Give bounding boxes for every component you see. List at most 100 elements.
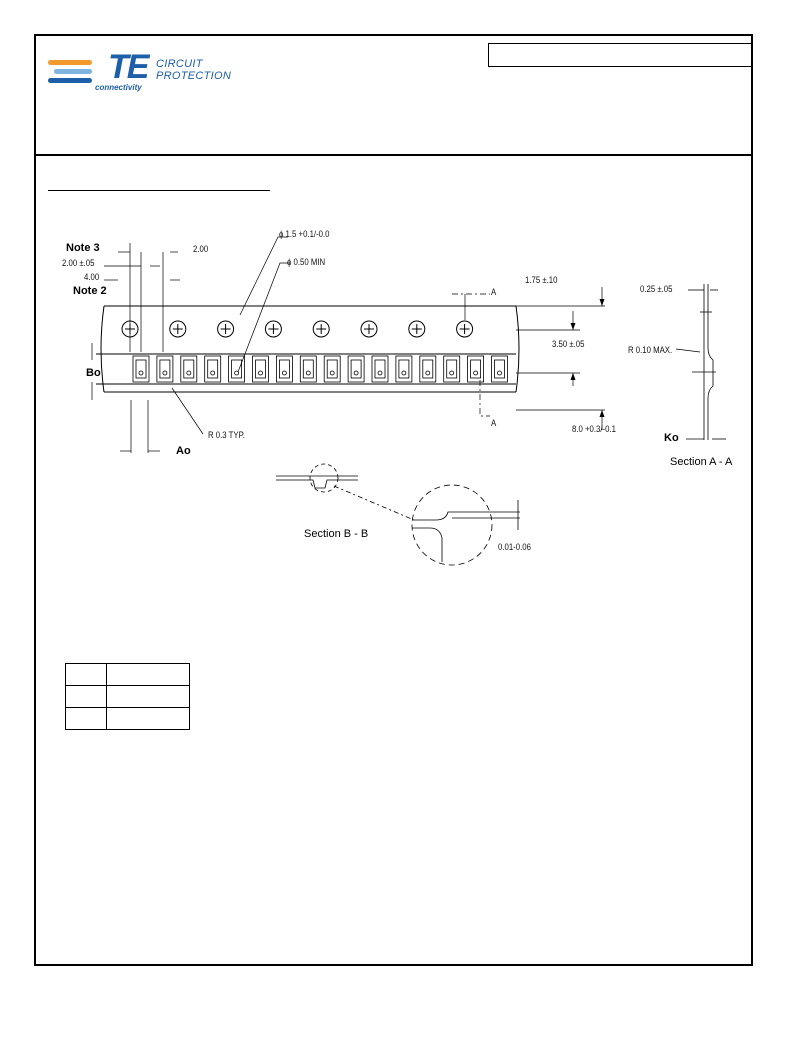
- tape-pocket: [228, 355, 246, 383]
- sprocket-hole: [169, 320, 187, 338]
- note2-label: Note 2: [73, 285, 107, 297]
- table-cell: [106, 663, 190, 686]
- logo-division-line1: CIRCUIT: [156, 58, 203, 70]
- pocket-hole: [449, 370, 455, 376]
- sprocket-hole: [312, 320, 330, 338]
- tape-pocket: [275, 355, 293, 383]
- pocket-hole: [473, 370, 479, 376]
- tape-pocket-inner: [255, 359, 266, 379]
- sprocket-hole-cross: [268, 324, 279, 334]
- dim-hole-diameter: ϕ 1.5 +0.1/-0.0: [279, 229, 330, 240]
- tape-pocket: [371, 355, 389, 383]
- pocket-hole: [401, 370, 407, 376]
- dimension-table: [65, 663, 190, 730]
- ao-label: Ao: [176, 445, 191, 457]
- tape-pocket: [347, 355, 365, 383]
- tape-pocket: [467, 355, 485, 383]
- section-aa-label: Section A - A: [670, 456, 733, 468]
- sprocket-hole-cross: [364, 324, 374, 334]
- tape-pocket: [395, 355, 413, 383]
- te-logo: TE connectivity CIRCUIT PROTECTION: [48, 48, 248, 96]
- tape-pocket-inner: [422, 359, 434, 379]
- pocket-hole: [210, 370, 216, 376]
- logo-bar-3: [48, 78, 92, 83]
- logo-mark: TE: [108, 48, 149, 86]
- pocket-hole: [234, 370, 240, 376]
- tape-pocket-inner: [470, 359, 482, 379]
- pocket-hole: [377, 370, 383, 376]
- logo-division-line2: PROTECTION: [156, 70, 232, 82]
- sprocket-hole: [408, 320, 426, 338]
- pocket-hole: [305, 370, 311, 376]
- header-divider: [34, 154, 753, 156]
- tape-pocket-inner: [494, 359, 505, 379]
- pocket-hole: [138, 370, 144, 376]
- dim-0-01: 0.01-0.06: [498, 542, 531, 553]
- table-cell: [65, 685, 107, 708]
- table-cell: [106, 707, 190, 730]
- logo-bar-1: [48, 60, 92, 65]
- pocket-hole: [353, 370, 359, 376]
- dim-4-00: 4.00: [84, 272, 100, 283]
- dim-8-0: 8.0 +0.3/-0.1: [572, 424, 616, 435]
- cut-a-bottom-label: A: [491, 418, 497, 429]
- pocket-hole: [162, 370, 168, 376]
- tape-pocket-inner: [446, 359, 458, 379]
- tape-pocket: [204, 355, 222, 383]
- tape-pocket-inner: [231, 359, 243, 379]
- tape-pocket-inner: [135, 359, 147, 379]
- tape-pocket: [132, 355, 150, 383]
- tape-pocket-inner: [159, 359, 171, 379]
- tape-pocket-inner: [278, 359, 290, 379]
- dim-r-0-3: R 0.3 TYP.: [208, 430, 245, 441]
- tape-pocket-inner: [398, 359, 410, 379]
- dim-2-00-pitch: 2.00: [193, 244, 209, 255]
- sprocket-hole: [456, 320, 474, 338]
- bo-label: Bo: [86, 367, 101, 379]
- page-frame: [34, 34, 753, 966]
- dim-r-0-10: R 0.10 MAX.: [628, 345, 673, 356]
- dim-hole-min: ϕ 0.50 MIN: [287, 257, 326, 268]
- tape-pocket: [419, 355, 437, 383]
- sprocket-holes: [121, 320, 474, 338]
- pocket-hole: [497, 370, 502, 376]
- table-cell: [106, 685, 190, 708]
- tape-pocket: [252, 355, 269, 383]
- sprocket-hole-cross: [172, 324, 183, 334]
- tape-pocket: [180, 355, 198, 383]
- tape-pocket: [491, 355, 508, 383]
- tape-pocket: [299, 355, 317, 383]
- section-title-underline: [48, 190, 270, 192]
- sprocket-hole-cross: [316, 324, 327, 334]
- dim-0-25: 0.25 ±.05: [640, 284, 673, 295]
- sprocket-hole: [264, 320, 282, 338]
- tape-pocket: [156, 355, 174, 383]
- tape-pocket-inner: [326, 359, 338, 379]
- pocket-hole: [281, 370, 287, 376]
- note3-label: Note 3: [66, 242, 100, 254]
- sprocket-hole-cross: [220, 324, 231, 334]
- sprocket-hole: [217, 320, 235, 338]
- document-number-box: [488, 43, 752, 67]
- table-row: [65, 663, 190, 686]
- dim-1-75: 1.75 ±.10: [525, 275, 558, 286]
- logo-division: CIRCUIT PROTECTION: [156, 58, 231, 82]
- table-cell: [65, 663, 107, 686]
- logo-tagline: connectivity: [95, 83, 142, 92]
- table-row: [65, 707, 190, 730]
- cut-a-top-label: A: [491, 287, 497, 298]
- tape-pocket-inner: [183, 359, 195, 379]
- dim-3-50: 3.50 ±.05: [552, 339, 585, 350]
- tape-pocket-inner: [350, 359, 362, 379]
- pocket-hole: [258, 370, 263, 376]
- pocket-hole: [329, 370, 335, 376]
- logo-bar-2: [54, 69, 92, 74]
- tape-pocket-inner: [374, 359, 386, 379]
- table-cell: [65, 707, 107, 730]
- dim-2-00-tol: 2.00 ±.05: [62, 258, 95, 269]
- pocket-hole: [425, 370, 431, 376]
- sprocket-hole: [360, 320, 378, 338]
- tape-pockets: [132, 355, 508, 383]
- sprocket-hole-cross: [459, 324, 470, 334]
